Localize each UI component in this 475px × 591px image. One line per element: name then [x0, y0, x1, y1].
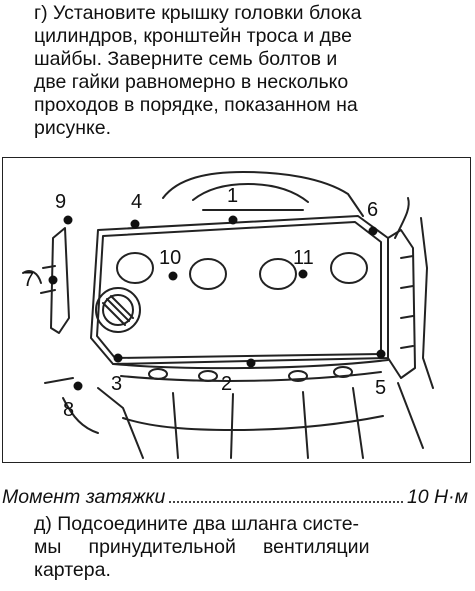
callout-3: 3 [111, 373, 123, 395]
instruction-g-line: цилиндров, кронштейн троса и две [34, 25, 352, 47]
torque-label: Момент затяжки [2, 486, 166, 508]
callout-2: 2 [221, 373, 233, 395]
callout-5: 5 [375, 377, 387, 399]
instruction-d: д) Подсоедините два шланга систе- мы при… [34, 513, 462, 582]
torque-spec: Момент затяжки 10 Н·м [2, 486, 468, 509]
instruction-d-line: картера. [34, 559, 111, 581]
instruction-g: г) Установите крышку головки блока цилин… [34, 2, 462, 140]
callout-4: 4 [131, 191, 143, 213]
engine-drawing [22, 171, 434, 459]
instruction-d-line: д) Подсоедините два шланга систе- [34, 513, 360, 535]
instruction-g-line: шайбы. Заверните семь болтов и [34, 48, 338, 70]
instruction-g-line: проходов в порядке, показанном на [34, 94, 358, 116]
callout-8: 8 [63, 399, 75, 421]
torque-value: 10 Н·м [406, 486, 468, 508]
instruction-g-line: рисунке. [34, 117, 112, 139]
callout-10: 10 [159, 247, 182, 269]
instruction-g-line: г) Установите крышку головки блока [34, 2, 362, 24]
cylinder-head-cover-diagram: 9 4 1 6 10 11 7 3 2 5 8 [2, 157, 471, 463]
instruction-d-line: мы принудительной вентиляции [34, 536, 370, 558]
callout-9: 9 [55, 191, 67, 213]
leader-dots [169, 501, 403, 503]
callout-7: 7 [23, 269, 35, 291]
callout-11: 11 [293, 247, 314, 269]
callout-6: 6 [367, 199, 379, 221]
instruction-g-line: две гайки равномерно в несколько [34, 71, 349, 93]
callout-1: 1 [227, 185, 239, 207]
